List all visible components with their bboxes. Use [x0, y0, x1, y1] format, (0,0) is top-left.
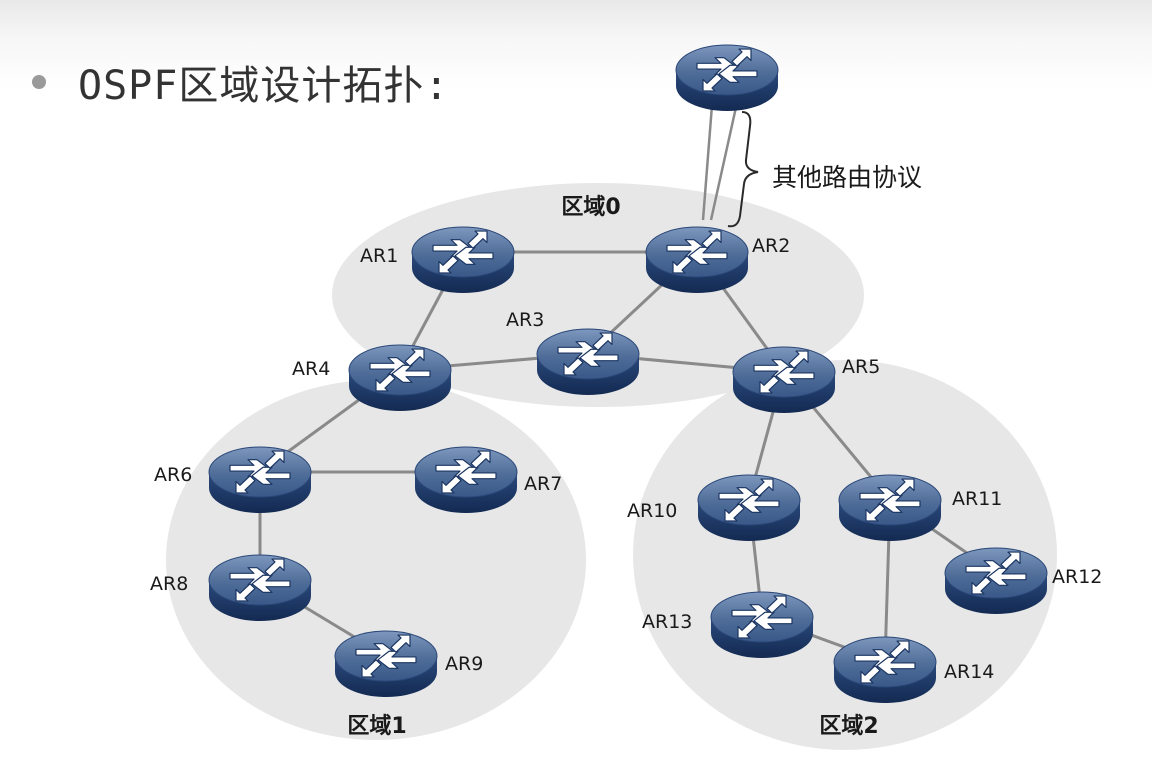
router-ar13[interactable] [710, 591, 814, 658]
router-ar2[interactable] [645, 226, 749, 293]
router-ar14[interactable] [833, 636, 937, 703]
router-label-ar14: AR14 [944, 661, 994, 683]
external-protocol-label: 其他路由协议 [772, 163, 922, 192]
router-ar10[interactable] [697, 474, 801, 541]
router-ar5[interactable] [732, 346, 836, 413]
router-ar11[interactable] [838, 474, 942, 541]
router-label-ar4: AR4 [292, 358, 330, 380]
area-label-area1: 区域1 [347, 713, 406, 739]
router-ar4[interactable] [348, 344, 452, 411]
router-label-ar1: AR1 [360, 245, 398, 267]
router-ar7[interactable] [414, 446, 518, 513]
router-ar3[interactable] [536, 328, 640, 395]
router-ext[interactable] [675, 44, 779, 111]
external-link-line [701, 99, 714, 221]
router-label-ar2: AR2 [752, 235, 790, 257]
router-ar9[interactable] [334, 630, 438, 697]
router-label-ar7: AR7 [524, 473, 562, 495]
router-ar1[interactable] [411, 226, 515, 293]
router-label-ar6: AR6 [154, 464, 192, 486]
router-label-ar12: AR12 [1052, 566, 1102, 588]
area-label-area2: 区域2 [819, 713, 878, 739]
router-label-ar5: AR5 [842, 356, 880, 378]
router-ar12[interactable] [944, 547, 1048, 614]
router-label-ar11: AR11 [952, 488, 1002, 510]
area-label-area0: 区域0 [561, 194, 620, 220]
slide-title: OSPF区域设计拓扑: [78, 63, 450, 109]
router-ar6[interactable] [208, 446, 312, 513]
external-link-line [709, 99, 739, 221]
router-label-ar13: AR13 [642, 611, 692, 633]
bullet-icon [32, 75, 46, 89]
router-label-ar9: AR9 [445, 653, 483, 675]
router-label-ar3: AR3 [506, 309, 544, 331]
title-row: OSPF区域设计拓扑: [32, 52, 449, 112]
router-label-ar10: AR10 [627, 500, 677, 522]
brace-icon [727, 111, 759, 228]
router-label-ar8: AR8 [150, 573, 188, 595]
router-ar8[interactable] [208, 554, 312, 621]
